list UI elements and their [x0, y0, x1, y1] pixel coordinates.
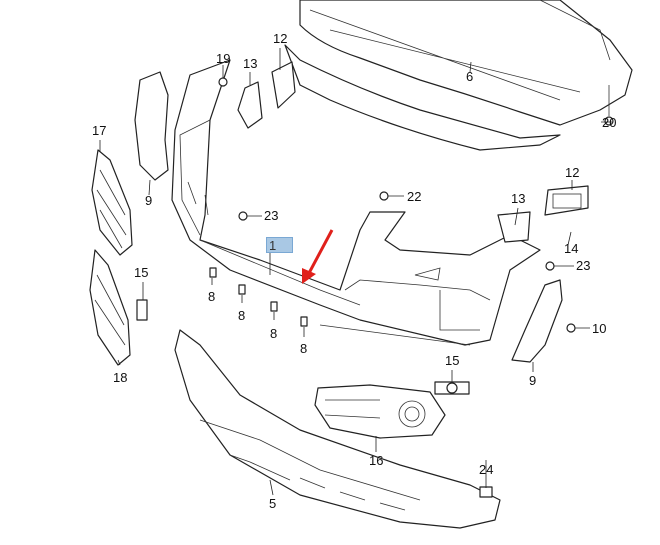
callout-8[interactable]: 8 [300, 341, 308, 356]
part-13-bracket-left[interactable] [237, 81, 263, 129]
callout-15[interactable]: 15 [445, 353, 460, 368]
part-12-cover-left[interactable] [271, 61, 296, 109]
part-6-lock-carrier[interactable] [284, 0, 633, 151]
part-13-bracket-right[interactable] [497, 211, 531, 243]
part-9-bracket-right[interactable] [511, 279, 563, 363]
part-1-bumper-cover[interactable] [171, 59, 541, 346]
callout-19[interactable]: 19 [216, 51, 231, 66]
callout-8[interactable]: 8 [270, 326, 278, 341]
selected-callout-1[interactable]: 1 [266, 237, 293, 253]
callout-22[interactable]: 22 [407, 189, 422, 204]
leader-lines [99, 48, 613, 496]
callout-13[interactable]: 13 [243, 56, 258, 71]
part-12-cover-right[interactable] [544, 185, 589, 216]
callout-8[interactable]: 8 [238, 308, 246, 323]
part-10-screw[interactable] [566, 323, 576, 333]
callout-20[interactable]: 20 [602, 115, 617, 130]
part-8-clip[interactable] [300, 316, 308, 327]
callout-18[interactable]: 18 [113, 370, 128, 385]
callout-15[interactable]: 15 [134, 265, 149, 280]
callout-23[interactable]: 23 [264, 208, 279, 223]
callout-5[interactable]: 5 [269, 496, 277, 511]
callout-12[interactable]: 12 [565, 165, 580, 180]
callout-9[interactable]: 9 [145, 193, 153, 208]
part-8-clip[interactable] [209, 267, 217, 278]
part-23-screw[interactable] [238, 211, 248, 221]
callout-17[interactable]: 17 [92, 123, 107, 138]
callout-9[interactable]: 9 [529, 373, 537, 388]
part-24-clip[interactable] [479, 486, 493, 498]
part-5-spoiler[interactable] [174, 329, 501, 529]
part-8-clip[interactable] [238, 284, 246, 295]
callout-12[interactable]: 12 [273, 31, 288, 46]
part-19-screw[interactable] [218, 77, 228, 87]
callout-16[interactable]: 16 [369, 453, 384, 468]
part-20-screw[interactable] [604, 85, 614, 126]
callout-14[interactable]: 14 [564, 241, 579, 256]
callout-23[interactable]: 23 [576, 258, 591, 273]
callout-10[interactable]: 10 [592, 321, 607, 336]
part-18-grille[interactable] [89, 249, 131, 366]
part-16-fog-grille[interactable] [314, 384, 446, 439]
callout-13[interactable]: 13 [511, 191, 526, 206]
part-15-clip-left[interactable] [136, 299, 148, 321]
part-22-screw[interactable] [379, 191, 389, 201]
callout-8[interactable]: 8 [208, 289, 216, 304]
part-17-grille[interactable] [91, 149, 133, 256]
part-23-screw[interactable] [545, 261, 555, 271]
red-arrow-indicator [302, 229, 334, 284]
callout-6[interactable]: 6 [466, 69, 474, 84]
callout-24[interactable]: 24 [479, 462, 494, 477]
part-15-clip-right[interactable] [434, 381, 470, 395]
part-8-clip[interactable] [270, 301, 278, 312]
part-9-bracket-left[interactable] [134, 71, 169, 181]
